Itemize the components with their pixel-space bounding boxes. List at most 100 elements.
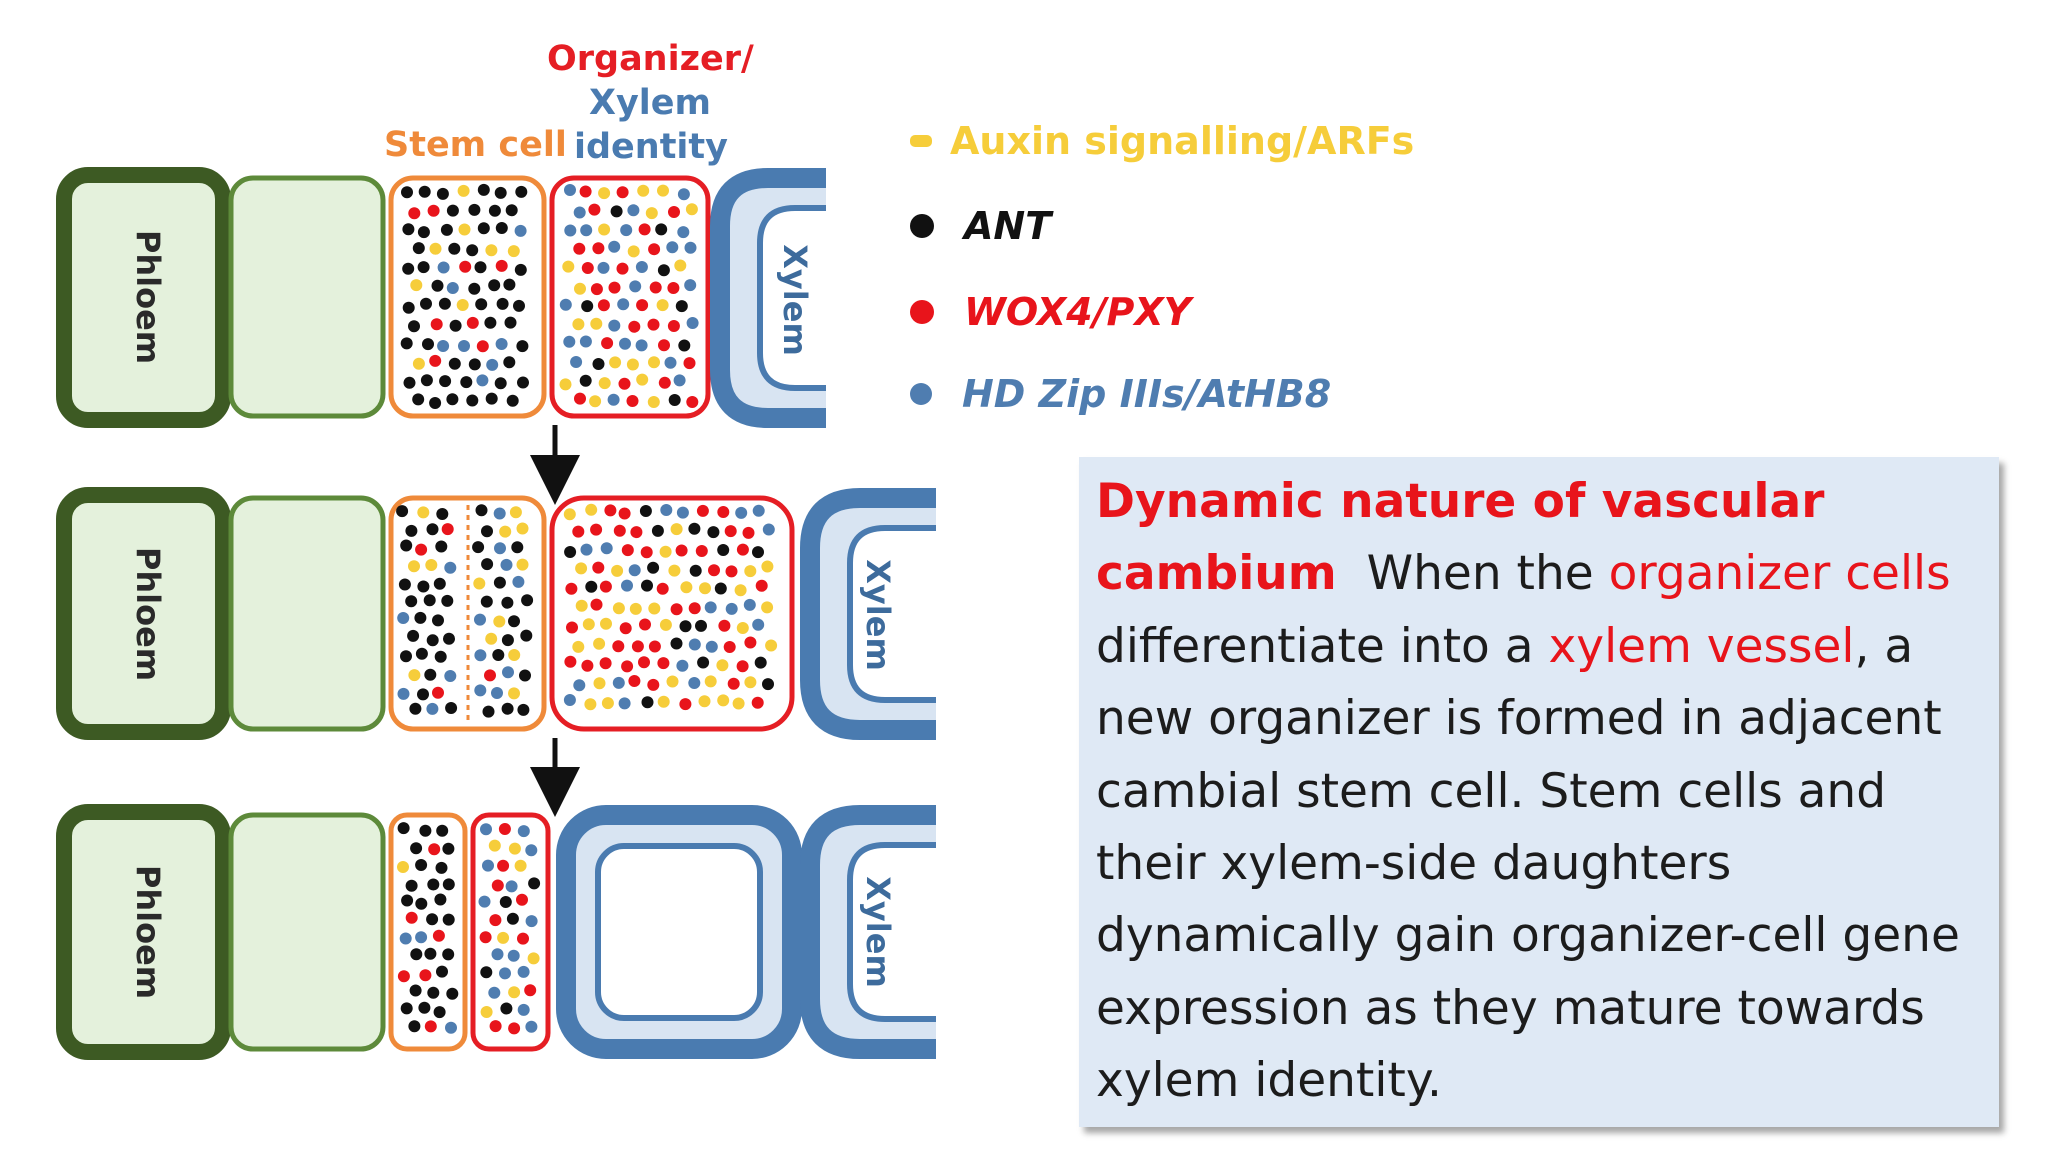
expression-dot [651, 524, 664, 537]
expression-dot [638, 223, 651, 236]
expression-dot [417, 688, 429, 701]
expression-dot [445, 702, 458, 714]
expression-dot [412, 357, 425, 370]
expression-dot [667, 282, 680, 294]
expression-dot [437, 261, 450, 274]
expression-dot [575, 599, 588, 612]
yellow-dash-icon [910, 135, 932, 147]
expression-dot [593, 677, 606, 690]
expression-dot [621, 544, 634, 557]
expression-dot [507, 245, 520, 258]
expression-dot [628, 564, 641, 577]
expression-dot [431, 279, 444, 292]
expression-dot [714, 582, 727, 595]
expression-dot [480, 1006, 493, 1018]
expression-dot [599, 657, 612, 670]
row-2: Phloem Xylem [56, 487, 936, 740]
expression-dot [636, 299, 649, 312]
expression-dot [528, 877, 541, 890]
expression-dot [397, 822, 410, 835]
expression-dot [656, 582, 669, 595]
stem-cell-header: Stem cell [384, 125, 567, 165]
stem-cell-dots [397, 822, 459, 1034]
expression-dot [427, 986, 440, 999]
expression-dot [415, 543, 428, 556]
expression-dot [423, 594, 436, 607]
expression-dot [645, 207, 658, 220]
expression-dot [695, 619, 707, 632]
expression-dot [675, 300, 688, 313]
expression-dot [494, 186, 507, 199]
legend-item-auxin: Auxin signalling/ARFs [900, 111, 1414, 171]
expression-dot [506, 912, 519, 925]
expression-dot [717, 506, 730, 518]
expression-dot [496, 297, 509, 310]
expression-dot [675, 544, 688, 557]
expression-dot [444, 670, 457, 682]
new-xylem-vessel-inner [595, 843, 763, 1021]
expression-dot [418, 185, 431, 198]
expression-dot [426, 523, 439, 536]
expression-dot [742, 526, 755, 539]
expression-dot [723, 641, 736, 653]
expression-dot [570, 356, 583, 368]
expression-dot [466, 394, 479, 407]
expression-dot [418, 1001, 431, 1014]
expression-dot [582, 618, 595, 631]
expression-dot [481, 525, 493, 538]
expression-dot [621, 579, 633, 592]
expression-dot [648, 640, 661, 653]
expression-dot [588, 203, 601, 216]
expression-dot [476, 374, 489, 387]
row-3: Phloem Xylem [56, 804, 936, 1060]
expression-dot [408, 669, 421, 682]
expression-dot [592, 358, 605, 370]
expression-dot [725, 565, 738, 578]
expression-dot [647, 678, 660, 691]
expression-dot [494, 377, 507, 390]
expression-dot [670, 637, 683, 650]
blue-dot-icon [910, 383, 932, 405]
row-1: Phloem Xylem [56, 167, 826, 428]
expression-dot [493, 576, 506, 589]
expression-dot [673, 374, 686, 387]
expression-dot [718, 619, 731, 632]
expression-dot [484, 316, 497, 329]
expression-dot [508, 615, 520, 628]
expression-dot [689, 564, 702, 577]
expression-dot [499, 896, 512, 908]
expression-dot [736, 543, 749, 556]
expression-dot [668, 206, 680, 218]
expression-dot [514, 263, 527, 276]
expression-dot [488, 204, 501, 217]
expression-dot [616, 262, 629, 275]
expression-dot [761, 601, 774, 614]
expression-dot [592, 561, 605, 574]
expression-dot [485, 244, 498, 257]
expression-dot [648, 602, 661, 615]
cambium-cell [228, 175, 386, 419]
expression-dot [475, 504, 488, 517]
expression-dot [477, 183, 490, 196]
expression-dot [677, 226, 690, 239]
expression-dot [407, 629, 420, 642]
expression-dot [480, 595, 493, 608]
expression-dot [412, 393, 425, 406]
expression-dot [517, 965, 530, 978]
stem-cell [388, 812, 468, 1052]
organizer-cell-dots [478, 823, 541, 1035]
expression-dot [405, 595, 418, 608]
expression-dot [485, 632, 498, 645]
expression-dot [725, 602, 738, 615]
expression-dot [491, 948, 504, 961]
expression-dot [481, 558, 494, 571]
expression-dot [668, 394, 681, 406]
expression-dot [403, 376, 416, 389]
expression-dot [417, 226, 430, 239]
expression-dot [436, 508, 449, 520]
expression-dot [519, 669, 531, 682]
expression-dot [609, 356, 622, 369]
organizer-header: Organizer/ [547, 39, 754, 79]
expression-dot [410, 948, 423, 961]
expression-dot [477, 222, 490, 235]
